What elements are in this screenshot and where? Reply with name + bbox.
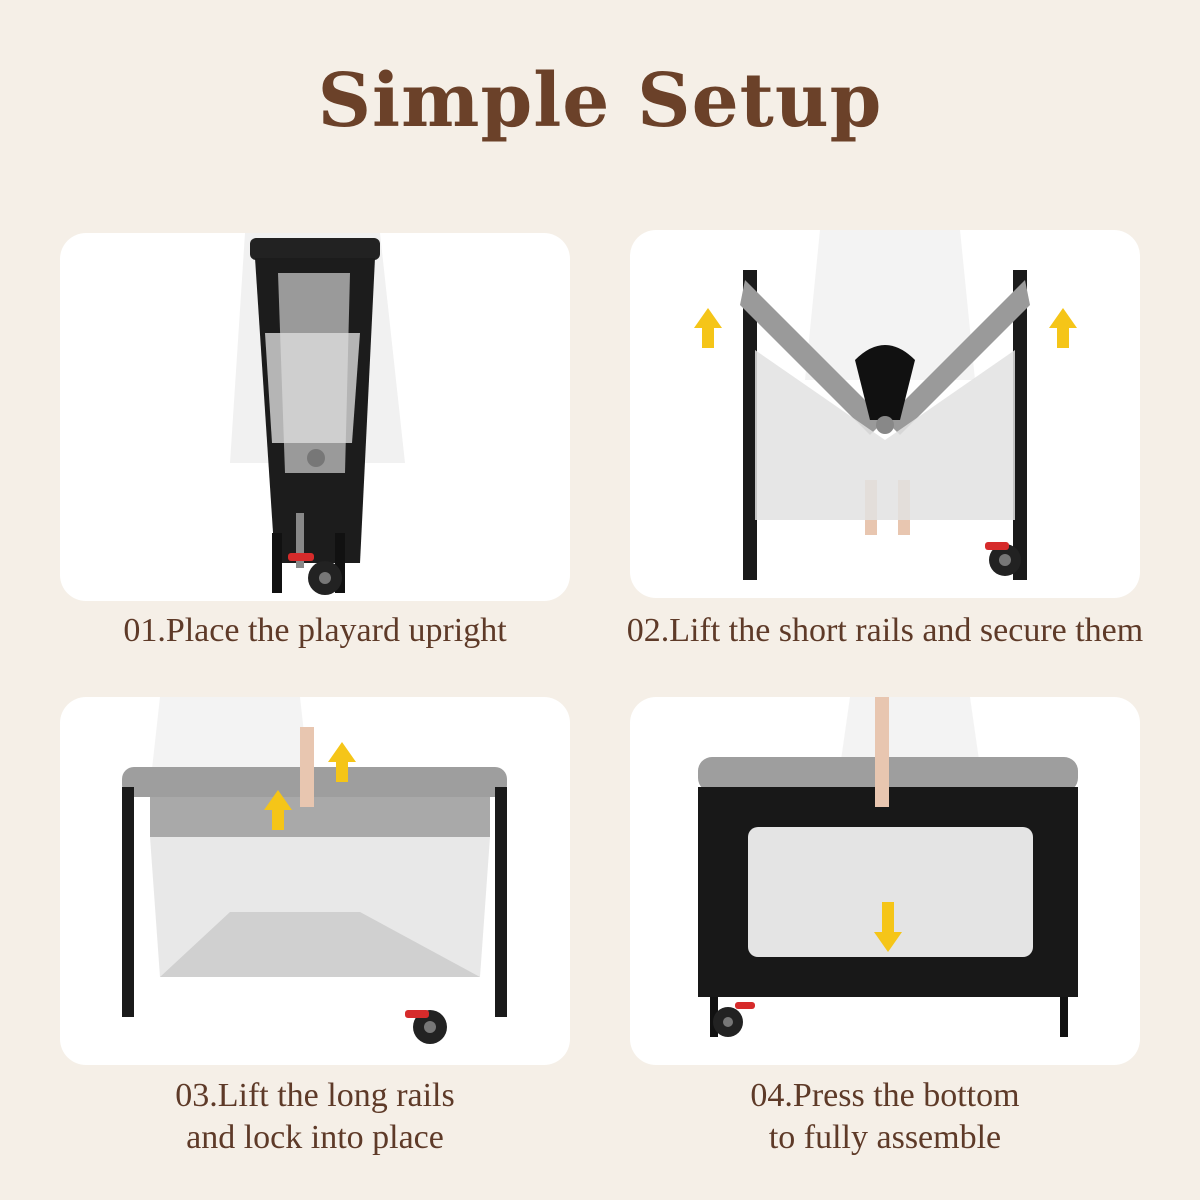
down-arrow-icon (874, 902, 902, 952)
step-3-image (60, 697, 570, 1065)
short-rails-illustration (694, 230, 1077, 580)
step-3-caption: 03.Lift the long rails and lock into pla… (60, 1075, 570, 1159)
step-4-caption-line-2: to fully assemble (768, 1119, 1002, 1156)
step-4-image (630, 697, 1140, 1065)
page-title: Simple Setup (317, 58, 883, 144)
folded-playard-illustration (230, 233, 405, 595)
long-rails-illustration (122, 697, 507, 1044)
up-arrow-icon (694, 308, 722, 348)
step-1-caption: 01.Place the playard upright (123, 612, 507, 649)
step-3-caption-line-2: and lock into place (186, 1119, 444, 1156)
up-arrow-icon (328, 742, 356, 782)
step-4-caption: 04.Press the bottom to fully assemble (630, 1075, 1140, 1159)
step-2-caption: 02.Lift the short rails and secure them (626, 612, 1144, 649)
step-2-image (630, 230, 1140, 598)
step-4-caption-line-1: 04.Press the bottom (750, 1077, 1020, 1114)
step-3-caption-line-1: 03.Lift the long rails (175, 1077, 455, 1114)
assembled-playard-illustration (698, 697, 1078, 1037)
up-arrow-icon (264, 790, 292, 830)
step-1-image (60, 233, 570, 601)
up-arrow-icon (1049, 308, 1077, 348)
